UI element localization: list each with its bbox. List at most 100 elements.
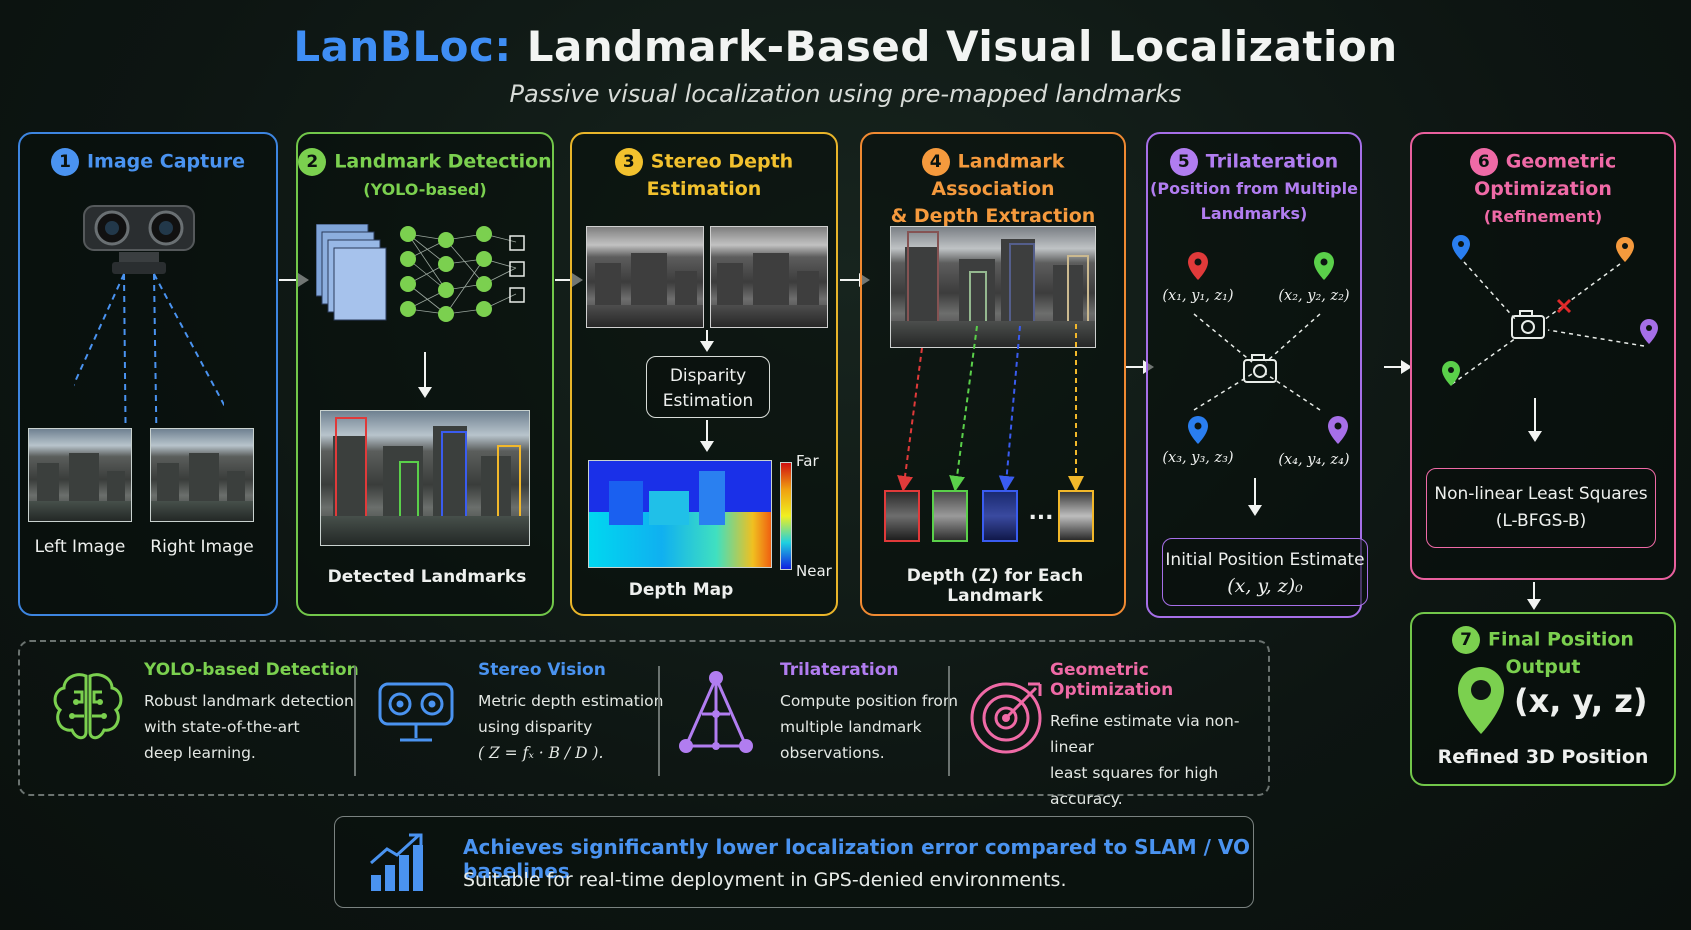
coord-2: (x₂, y₂, z₂) [1278, 288, 1350, 304]
crop-green [932, 490, 968, 542]
step-2-number: 2 [298, 148, 327, 176]
step-7-title: Final Position Output [1488, 628, 1634, 679]
feature-stereo-formula: ( Z = fₓ · B / D ). [478, 744, 604, 762]
step-2-subtitle: (YOLO-based) [363, 180, 487, 199]
depth-map-caption: Depth Map [628, 580, 734, 600]
feature-stereo-line-2: using disparity [478, 718, 593, 736]
step-3-number: 3 [614, 148, 643, 176]
feature-tri-line-3: observations. [780, 744, 885, 762]
arrow-detect-down [418, 352, 432, 398]
feature-trilateration-title: Trilateration [780, 660, 899, 680]
feature-yolo-line-2: with state-of-the-art [144, 718, 300, 736]
left-image [28, 428, 132, 522]
detected-landmarks-image [320, 410, 530, 546]
summary-detail: Suitable for real-time deployment in GPS… [463, 869, 1067, 891]
right-image-label: Right Image [150, 537, 254, 557]
panel-2-header: 2 Landmark Detection (YOLO-based) [298, 148, 552, 203]
brain-icon [53, 673, 123, 740]
arrow-to-initial-estimate [1248, 478, 1262, 516]
step-1-title: Image Capture [86, 150, 246, 173]
step-5-number: 5 [1169, 148, 1198, 176]
page-subtitle: Passive visual localization using pre-ma… [509, 80, 1182, 108]
step-6-number: 6 [1469, 148, 1498, 176]
colorbar-near-label: Near [796, 562, 832, 580]
feature-stereo: Stereo Vision Metric depth estimation usi… [478, 660, 663, 766]
feature-yolo: YOLO-based Detection Robust landmark det… [144, 660, 359, 766]
step-2-title: Landmark Detection [334, 150, 552, 173]
detected-landmarks-caption: Detected Landmarks [327, 567, 527, 587]
step-5-subtitle: (Position from Multiple [1150, 179, 1358, 198]
feature-optimization-title: Geometric Optimization [1050, 660, 1174, 700]
feature-yolo-title: YOLO-based Detection [144, 660, 359, 680]
feature-trilateration: Trilateration Compute position from multi… [780, 660, 958, 766]
arrow-to-least-squares [1528, 398, 1542, 442]
coord-1: (x₁, y₁, z₁) [1162, 288, 1234, 304]
disparity-line-1: Disparity [669, 366, 747, 386]
pin-purple-icon [1328, 416, 1348, 444]
crop-blue [982, 490, 1018, 542]
least-squares-line-2: (L-BFGS-B) [1495, 511, 1587, 531]
feature-opt-line-2: least squares for high [1050, 764, 1219, 782]
stereo-left-image [586, 226, 704, 328]
summary-headline: Achieves significantly lower localizatio… [463, 835, 1251, 883]
feature-yolo-line-1: Robust landmark detection [144, 692, 354, 710]
opt-pin-purple-icon [1640, 319, 1658, 344]
association-dashed-arrows [897, 324, 1084, 492]
crop-yellow [1058, 490, 1094, 542]
feature-tri-line-2: multiple landmark [780, 718, 922, 736]
opt-pin-green-icon [1442, 361, 1460, 386]
arrow-to-depth-map [700, 420, 714, 452]
step-1-number: 1 [50, 148, 79, 176]
location-pin-icon [1458, 667, 1504, 734]
disparity-line-2: Estimation [662, 391, 754, 411]
neural-network-icon [316, 224, 525, 322]
arrow-5-to-6 [1384, 360, 1412, 374]
features-bar: YOLO-based Detection Robust landmark det… [18, 640, 1270, 808]
arrow-6-to-7 [1527, 582, 1541, 610]
step-5-title: Trilateration [1205, 150, 1339, 173]
feature-divider-1 [354, 666, 356, 776]
crop-red [884, 490, 920, 542]
feature-tri-line-1: Compute position from [780, 692, 959, 710]
feature-stereo-line-1: Metric depth estimation [478, 692, 664, 710]
step-7-number: 7 [1452, 626, 1481, 654]
opt-pin-blue-icon [1452, 235, 1470, 260]
colorbar-far-label: Far [796, 452, 819, 470]
feature-yolo-line-3: deep learning. [144, 744, 256, 762]
pin-red-icon [1188, 252, 1208, 280]
feature-divider-3 [948, 666, 950, 776]
feature-stereo-title: Stereo Vision [478, 660, 606, 680]
feature-optimization: Geometric Optimization Refine estimate v… [1050, 660, 1268, 812]
initial-estimate-line-1: Initial Position Estimate [1165, 550, 1365, 570]
coord-4: (x₄, y₄, z₄) [1278, 452, 1350, 468]
depth-map-image [588, 460, 772, 568]
final-position-value: (x, y, z) [1514, 682, 1648, 720]
right-image [150, 428, 254, 522]
least-squares-line-1: Non-linear Least Squares [1434, 484, 1648, 504]
initial-estimate-box: Initial Position Estimate(x, y, z)₀ [1162, 538, 1368, 606]
summary-bar: Achieves significantly lower localizatio… [334, 816, 1254, 908]
association-image [890, 226, 1096, 348]
arrow-to-disparity [700, 330, 714, 352]
step-4-subtitle: & Depth Extraction [890, 205, 1096, 227]
triangle-nodes-icon [679, 671, 753, 753]
feature-divider-2 [658, 666, 660, 776]
target-icon [970, 682, 1042, 754]
opt-pin-orange-icon [1616, 237, 1634, 262]
title-main: Landmark-Based Visual Localization [526, 22, 1398, 71]
optimization-diagram [1442, 235, 1658, 386]
step-4-title: Landmark Association [931, 150, 1065, 201]
coord-3: (x₃, y₃, z₃) [1162, 450, 1234, 466]
step-3-title: Stereo Depth Estimation [646, 150, 794, 201]
